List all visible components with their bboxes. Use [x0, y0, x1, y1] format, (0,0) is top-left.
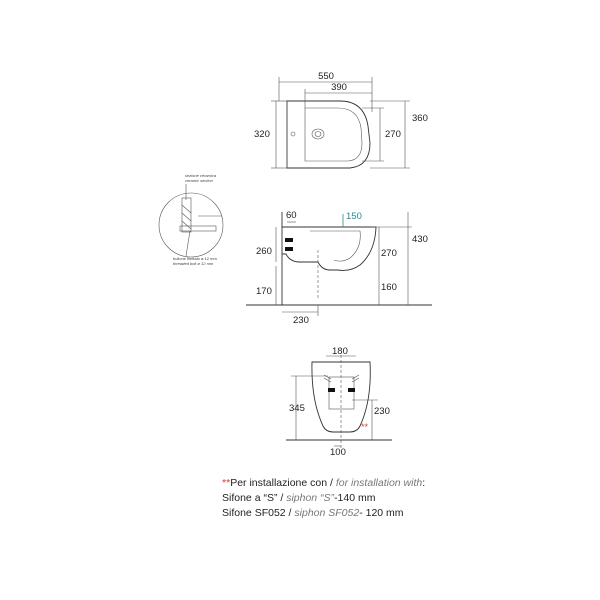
- notes-line-3: Sifone SF052 / siphon SF052- 120 mm: [222, 506, 425, 521]
- installation-notes: **Per installazione con / for installati…: [222, 476, 425, 521]
- top-outline: [286, 100, 371, 169]
- detail-label-section-en: ceramic section: [185, 178, 214, 183]
- front-bolt-right: [348, 388, 355, 392]
- fixing-slot-left: [323, 377, 332, 383]
- top-view: 550 390 320 270 360: [254, 71, 428, 169]
- dim-180: 180: [332, 346, 348, 357]
- tap-hole: [290, 131, 296, 137]
- detail-ceramic-section: [181, 197, 192, 233]
- drain-hole: [311, 128, 325, 140]
- top-inner-rim: [304, 107, 363, 162]
- fixing-bolt-lower: [285, 247, 293, 251]
- dim-270-side: 270: [381, 248, 397, 259]
- notes-line3-tail: - 120 mm: [359, 507, 404, 519]
- dim-230-front: 230: [374, 406, 390, 417]
- detail-circle: [158, 192, 224, 258]
- notes-marker: **: [222, 477, 231, 489]
- notes-line3-it: Sifone SF052 /: [222, 507, 292, 519]
- dim-150: 150: [346, 211, 362, 222]
- notes-line1-en: for installation with: [335, 477, 423, 489]
- notes-line2-tail: -140 mm: [334, 492, 376, 504]
- dim-100: 100: [330, 447, 346, 458]
- notes-line2-it: Sifone a “S” /: [222, 492, 284, 504]
- leader-line: [185, 230, 191, 257]
- detail-label-bolt-it: bullone filettato ø 12 mm: [173, 256, 217, 261]
- fixing-bolt-upper: [285, 238, 293, 242]
- notes-line-2: Sifone a “S” / siphon “S”-140 mm: [222, 491, 425, 506]
- dim-60: 60: [286, 210, 297, 221]
- fixing-slot-left: [323, 374, 332, 380]
- side-view: 60 150 260 270 430 170 160 230: [246, 210, 432, 326]
- side-outline: [282, 226, 377, 271]
- front-view: 180 345 230 ** 100: [286, 346, 392, 458]
- dim-360: 360: [412, 113, 428, 124]
- dim-170: 170: [256, 286, 272, 297]
- fixing-detail: sezione ceramica ceramic section bullone…: [158, 173, 224, 266]
- front-bolt-left: [328, 388, 335, 392]
- side-inner-bowl: [310, 230, 361, 262]
- notes-line1-it: Per installazione con /: [230, 477, 333, 489]
- fixing-slot-right: [351, 374, 360, 380]
- dim-430: 430: [412, 234, 428, 245]
- drain-hole-inner: [314, 131, 322, 137]
- detail-label-section-it: sezione ceramica: [185, 173, 217, 178]
- notes-line2-en: siphon “S”: [286, 492, 335, 504]
- notes-line-1: **Per installazione con / for installati…: [222, 476, 425, 491]
- notes-line1-tail: :: [422, 477, 426, 489]
- dim-230-side: 230: [293, 315, 309, 326]
- detail-label-bolt-en: threaded bolt ø 12 mm: [173, 261, 214, 266]
- dim-320: 320: [254, 129, 270, 140]
- detail-bolt: [179, 225, 217, 232]
- front-outline: [311, 361, 371, 433]
- dim-160: 160: [381, 282, 397, 293]
- hatch: [181, 212, 192, 222]
- dim-390: 390: [331, 82, 347, 93]
- fixing-slot-right: [351, 377, 360, 383]
- dim-550: 550: [318, 71, 334, 82]
- dim-270-top: 270: [385, 129, 401, 140]
- hatch: [181, 204, 192, 214]
- notes-line3-en: siphon SF052: [294, 507, 360, 519]
- hatch: [181, 220, 192, 230]
- dim-260: 260: [256, 246, 272, 257]
- front-drain-recess: [328, 376, 355, 410]
- dim-345: 345: [289, 403, 305, 414]
- front-marker: **: [361, 422, 369, 432]
